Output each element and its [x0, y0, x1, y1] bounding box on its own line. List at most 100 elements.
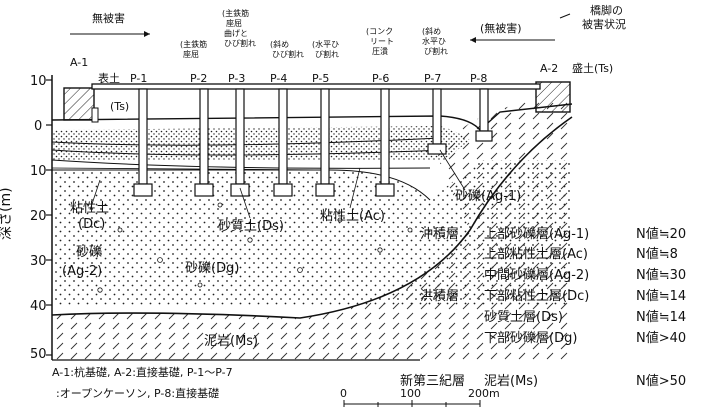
legend-neogene: 新第三紀層: [400, 373, 465, 389]
pier-label-p4: P-4: [270, 72, 287, 85]
clay-ac-line-3: [51, 159, 431, 169]
legend-row-layer: 上部砂礫層(Ag-1): [484, 226, 589, 242]
axis-label: 深さ(m): [0, 187, 14, 240]
scale-label: 0: [340, 387, 347, 400]
note-p4-1: (斜め: [270, 39, 289, 49]
legend: 沖積層 洪積層 新第三紀層 上部砂礫層(Ag-1) N値≒20 上部粘性土層(A…: [400, 226, 686, 389]
legend-row-layer: 砂質土層(Ds): [484, 310, 563, 325]
abutment-a1: [63, 87, 99, 123]
legend-row-layer: 下部砂礫層(Dg): [484, 330, 577, 346]
soil-labels: 表土 (Ts) 盛土(Ts) 粘性土 (Dc) 砂礫 (Ag-2) 砂質土(Ds…: [62, 61, 613, 349]
no-damage-left-label: 無被害: [92, 11, 125, 25]
note-p2-1: (主鉄筋: [180, 39, 207, 49]
depth-axis: 10 0 10 20 30 40 50 深さ(m): [0, 74, 420, 362]
pier-p7: [427, 88, 447, 155]
no-damage-right-label: (無被害): [480, 21, 522, 35]
pier-label-p1: P-1: [130, 72, 147, 85]
pier-label-p7: P-7: [424, 72, 441, 85]
note-p5-1: (水平ひ: [312, 39, 339, 49]
tick-label: 10: [30, 164, 47, 179]
label-surface-soil: 表土: [98, 71, 120, 85]
tick-label: 40: [30, 299, 47, 314]
tick-label: 30: [30, 254, 47, 269]
note-p6-1: (コンク: [366, 27, 393, 36]
legend-alluvium: 沖積層: [420, 227, 459, 242]
label-mudstone-ms: 泥岩(Ms): [204, 334, 258, 349]
tick-label: 0: [34, 119, 42, 134]
note-p3-3: 曲げと: [224, 28, 248, 38]
pier-label-p3: P-3: [228, 72, 245, 85]
pier-label-p8: P-8: [470, 72, 487, 85]
footnote: A-1:杭基礎, A-2:直接基礎, P-1～P-7 :オープンケーソン, P-…: [52, 365, 233, 400]
legend-row-nvalue: N値>50: [636, 373, 686, 389]
scale-bar: 0 100 200m: [340, 387, 500, 407]
pier-label-a2: A-2: [540, 62, 558, 75]
header: 無被害 (無被害) 橋脚の 被害状況: [70, 3, 626, 43]
pier-p6: [375, 88, 395, 197]
legend-row-layer: 下部粘性土層(Dc): [484, 289, 589, 304]
pier-damage-title-2: 被害状況: [582, 17, 626, 31]
abutment-a2: [535, 81, 571, 113]
note-p5-2: び割れ: [315, 49, 339, 59]
clay-ac-line-1: [51, 137, 441, 146]
legend-row-nvalue: N値≒8: [636, 246, 678, 262]
note-p6-3: 圧潰: [372, 46, 388, 56]
note-p4-2: ひび割れ: [272, 49, 304, 59]
pier-p1: [133, 88, 153, 197]
note-p7-1: (斜め: [422, 26, 441, 36]
label-clay-dc-1: 粘性土: [70, 201, 109, 216]
piers: [133, 88, 493, 197]
footnote-line-1: A-1:杭基礎, A-2:直接基礎, P-1～P-7: [52, 365, 233, 379]
bridge-deck: [91, 83, 541, 90]
legend-row-layer: 中間砂礫層(Ag-2): [484, 267, 589, 283]
label-ts-left: (Ts): [110, 100, 129, 113]
label-gravel-ag2-2: (Ag-2): [62, 264, 102, 279]
damage-notes: (主鉄筋 座屈 (主鉄筋 座屈 曲げと ひび割れ (斜め ひび割れ (水平ひ び…: [180, 8, 448, 59]
label-gravel-ag1: 砂礫(Ag-1): [455, 188, 521, 204]
soil-section: [51, 100, 573, 360]
pebbles: [77, 187, 413, 293]
pier-p2: [194, 88, 214, 197]
note-p3-4: ひび割れ: [224, 38, 256, 48]
pier-label-p6: P-6: [372, 72, 389, 85]
note-p2-2: 座屈: [183, 49, 199, 59]
footnote-line-2: :オープンケーソン, P-8:直接基礎: [56, 386, 219, 400]
note-p3-2: 座屈: [226, 18, 242, 28]
label-sandy-ds: 砂質土(Ds): [218, 219, 284, 234]
gravel-ag1-layer: [52, 126, 470, 160]
label-fill-right: 盛土(Ts): [572, 61, 613, 75]
pier-p5: [315, 88, 335, 197]
legend-row-layer: 泥岩(Ms): [484, 374, 538, 389]
note-p7-3: び割れ: [424, 46, 448, 56]
mudstone-ms-layer: [52, 117, 572, 360]
scale-label: 100: [400, 387, 421, 400]
note-p3-1: (主鉄筋: [222, 8, 249, 18]
legend-row-layer: 上部粘性土層(Ac): [484, 247, 588, 262]
label-gravel-ag2-1: 砂礫: [76, 244, 102, 260]
legend-diluvium: 洪積層: [420, 289, 459, 304]
pier-p3: [230, 88, 250, 197]
tick-label: 10: [30, 74, 47, 89]
pier-p8: [475, 88, 493, 142]
mudstone-boundary-line: [51, 116, 573, 319]
legend-row-nvalue: N値≒20: [636, 226, 686, 242]
tick-label: 50: [30, 347, 47, 362]
pier-label-p5: P-5: [312, 72, 329, 85]
legend-row-nvalue: N値>40: [636, 330, 686, 346]
pier-label-p2: P-2: [190, 72, 207, 85]
pier-labels: A-1 P-1 P-2 P-3 P-4 P-5 P-6 P-7 P-8 A-2: [70, 56, 558, 85]
pier-damage-title-1: 橋脚の: [590, 3, 623, 17]
legend-row-nvalue: N値≒30: [636, 267, 686, 283]
note-p6-2: リート: [370, 37, 394, 46]
legend-row-nvalue: N値≒14: [636, 288, 686, 304]
tick-label: 20: [30, 209, 47, 224]
pier-label-a1: A-1: [70, 56, 88, 69]
pier-p4: [273, 88, 293, 197]
legend-row-nvalue: N値≒14: [636, 309, 686, 325]
right-bank-layer: [438, 100, 572, 230]
scale-label: 200m: [468, 387, 500, 400]
label-clay-ac: 粘性土(Ac): [320, 209, 385, 224]
label-gravel-dg: 砂礫(Dg): [185, 260, 239, 276]
label-clay-dc-2: (Dc): [78, 217, 105, 232]
